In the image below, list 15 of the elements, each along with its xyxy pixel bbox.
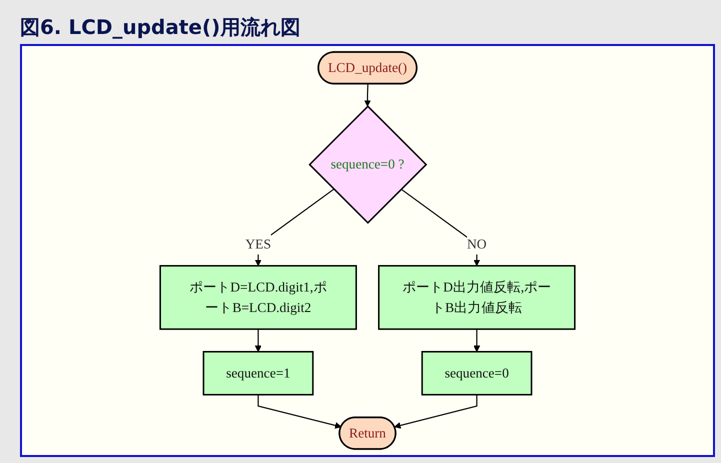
- edge-label: NO: [466, 236, 487, 252]
- arrow: [394, 394, 478, 429]
- arrow: [254, 329, 262, 352]
- diagram-panel: YES NO LCD_update() sequence=0 ? ポートD=LCD.digit1,ポートB=LCD.digit2 ポートD出力値反転,ポートB出力値反転 sequence=1 sequence=0 Return: [20, 44, 715, 457]
- arrow: [473, 329, 480, 352]
- node-box: [159, 265, 357, 330]
- node-box: [378, 265, 576, 330]
- arrow: [400, 188, 480, 266]
- node-diamond: [308, 105, 428, 224]
- node-box: [202, 350, 314, 396]
- arrow: [258, 394, 342, 429]
- arrow: [364, 84, 371, 107]
- figure-title: 図6. LCD_update()用流れ図: [20, 14, 300, 41]
- edge-label: YES: [245, 236, 272, 252]
- node-box: [421, 350, 532, 396]
